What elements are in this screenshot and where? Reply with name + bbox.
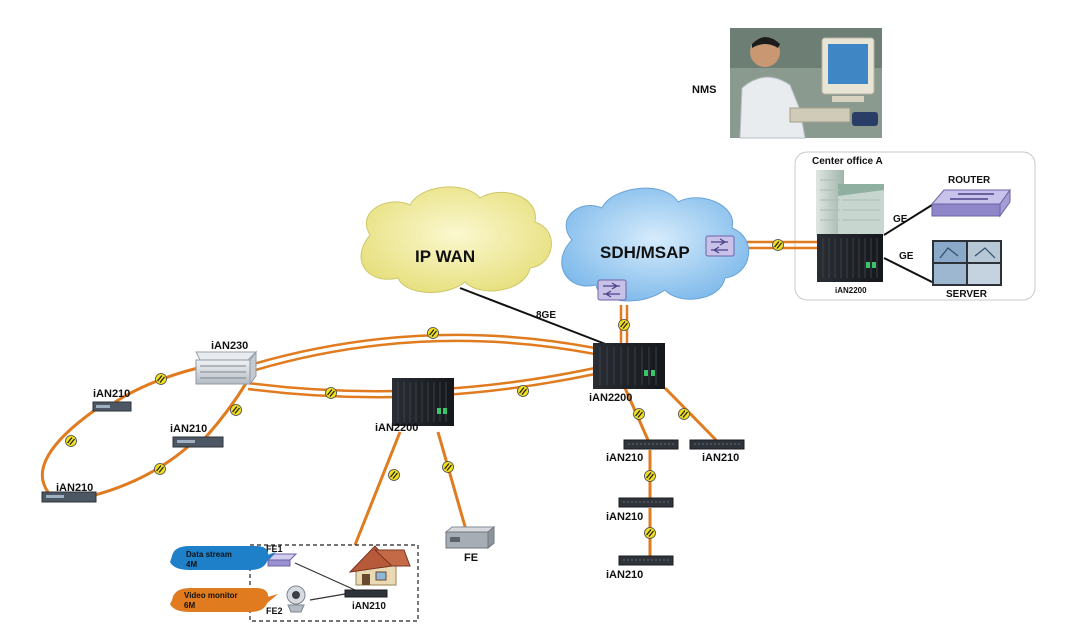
sdh-msap-label: SDH/MSAP <box>600 243 690 262</box>
nms-operator-icon <box>730 28 882 139</box>
server-icon <box>932 240 1002 286</box>
ian210-right-1-device <box>623 439 679 450</box>
ip-wan-cloud <box>360 186 552 293</box>
house-icon <box>348 545 411 586</box>
sdh-switch-icon <box>705 235 735 257</box>
link-marker-icon <box>65 435 77 447</box>
ian210-right-1-label: iAN210 <box>606 452 643 464</box>
link-ian210-mid-ian210-bottom <box>94 443 191 497</box>
link-marker-icon <box>678 408 690 420</box>
video-monitor-line2: 6M <box>184 601 195 610</box>
link-main-ian210-r2 <box>663 386 718 442</box>
link-marker-icon <box>442 461 454 473</box>
fe2-label: FE2 <box>266 606 283 616</box>
link-marker-icon <box>644 470 656 482</box>
ian210-right-2-label: iAN210 <box>702 452 739 464</box>
office-building-icon <box>816 170 884 236</box>
ian230-device <box>195 350 258 386</box>
home-links <box>294 562 356 601</box>
link-ian2200-fe <box>436 431 468 531</box>
ian210-left-top-device <box>92 401 132 412</box>
data-stream-line2: 4M <box>186 560 197 569</box>
server-label: SERVER <box>946 289 988 300</box>
link-ian210-top-ian210-bottom <box>40 408 96 493</box>
link-marker-icon <box>325 387 337 399</box>
ian210-right-3-device <box>618 497 674 508</box>
ian2200-mid-device <box>392 378 454 426</box>
link-marker-icon <box>618 319 630 331</box>
ring-link-top-outer <box>249 333 596 367</box>
link-office-router <box>883 204 933 236</box>
ian210-left-bottom-device <box>41 491 97 503</box>
link-8ge <box>459 287 609 346</box>
link-markers <box>65 239 784 539</box>
ian210-left-mid-device <box>172 436 224 448</box>
ge-server-label: GE <box>899 251 914 262</box>
home-area-box <box>249 544 419 622</box>
link-marker-icon <box>633 408 645 420</box>
ian2200-main-device <box>593 343 665 389</box>
camera-icon <box>286 585 306 613</box>
ian210-home-label: iAN210 <box>352 601 386 612</box>
link-marker-icon <box>154 463 166 475</box>
ian210-right-2-device <box>689 439 745 450</box>
data-stream-line1: Data stream <box>186 550 232 559</box>
router-icon <box>930 188 1011 218</box>
office-ian2200-device <box>817 234 883 282</box>
link-marker-icon <box>644 527 656 539</box>
ian2200-main-label: iAN2200 <box>589 392 632 404</box>
fe1-label: FE1 <box>266 544 283 554</box>
video-monitor-bubble <box>170 588 278 612</box>
office-device-label: iAN2200 <box>835 286 867 295</box>
ian210-right-3-label: iAN210 <box>606 511 643 523</box>
fe1-switch-icon <box>266 553 298 567</box>
ge-router-label: GE <box>893 214 908 225</box>
link-marker-icon <box>155 373 167 385</box>
link-ian2200-home <box>353 431 402 546</box>
copper-links <box>459 204 933 346</box>
ian210-right-4-label: iAN210 <box>606 569 643 581</box>
link-8ge-label: 8GE <box>536 310 556 321</box>
nms-label: NMS <box>692 84 716 96</box>
link-ian230-ian210-top <box>114 366 199 404</box>
data-stream-bubble <box>170 546 276 570</box>
link-marker-icon <box>427 327 439 339</box>
fe-label: FE <box>464 552 478 564</box>
router-label: ROUTER <box>948 175 991 186</box>
sdh-switch-icon <box>597 279 627 301</box>
link-marker-icon <box>772 239 784 251</box>
ian210-left-bottom-label: iAN210 <box>56 482 93 494</box>
link-marker-icon <box>230 404 242 416</box>
center-office-panel <box>794 151 1036 301</box>
link-ian230-ian210-mid <box>203 379 250 439</box>
ring-link-top-inner <box>251 339 596 373</box>
ian2200-mid-label: iAN2200 <box>375 422 418 434</box>
ian230-label: iAN230 <box>211 340 248 352</box>
link-marker-icon <box>517 385 529 397</box>
ian210-home-device <box>344 589 388 598</box>
fe-device <box>444 525 496 550</box>
video-monitor-line1: Video monitor <box>184 591 238 600</box>
link-marker-icon <box>388 469 400 481</box>
center-office-label: Center office A <box>812 156 883 167</box>
ian210-left-mid-label: iAN210 <box>170 423 207 435</box>
ip-wan-label: IP WAN <box>415 247 475 266</box>
link-office-server <box>883 257 933 283</box>
ian210-right-4-device <box>618 555 674 566</box>
ian210-left-top-label: iAN210 <box>93 388 130 400</box>
